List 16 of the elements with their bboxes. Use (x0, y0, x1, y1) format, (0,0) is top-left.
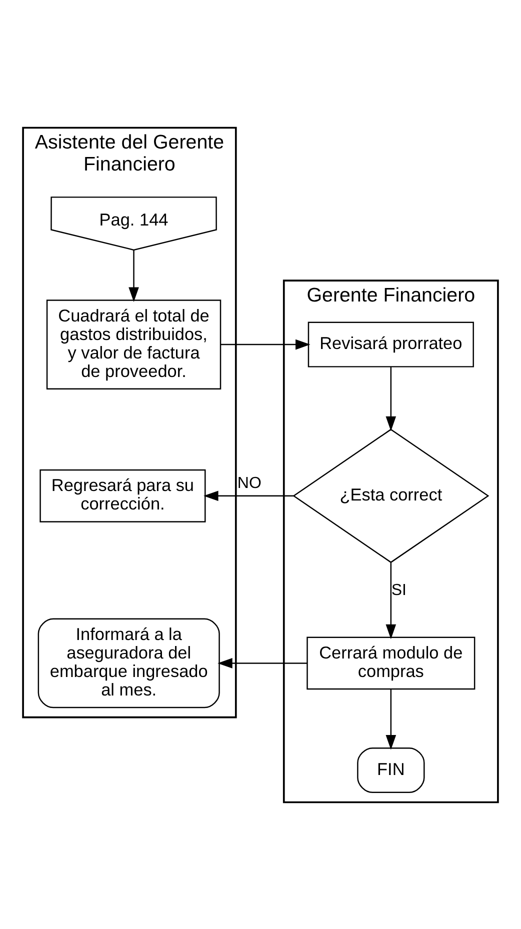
node-box: Revisará prorrateo (308, 321, 474, 367)
node-box: Informará a la aseguradora del embarque ingresado al mes. (38, 618, 220, 708)
arrow (386, 688, 396, 750)
node-box: FIN (357, 746, 425, 792)
arrow (128, 250, 139, 302)
node-box: Cuadrará el total de gastos distribuidos, y valor de factura de proveedor. (46, 299, 222, 389)
edge-label: NO (237, 474, 262, 492)
node-box: Regresará para su corrección. (40, 468, 206, 522)
arrow (220, 338, 310, 350)
arrow (386, 366, 396, 431)
arrow (386, 562, 396, 639)
arrow (204, 490, 294, 501)
node-diamond: ¿Esta correct (292, 428, 490, 563)
arrow (218, 658, 308, 668)
node-box: Cerrará modulo de compras (306, 636, 476, 690)
edge-label: SI (391, 581, 406, 598)
